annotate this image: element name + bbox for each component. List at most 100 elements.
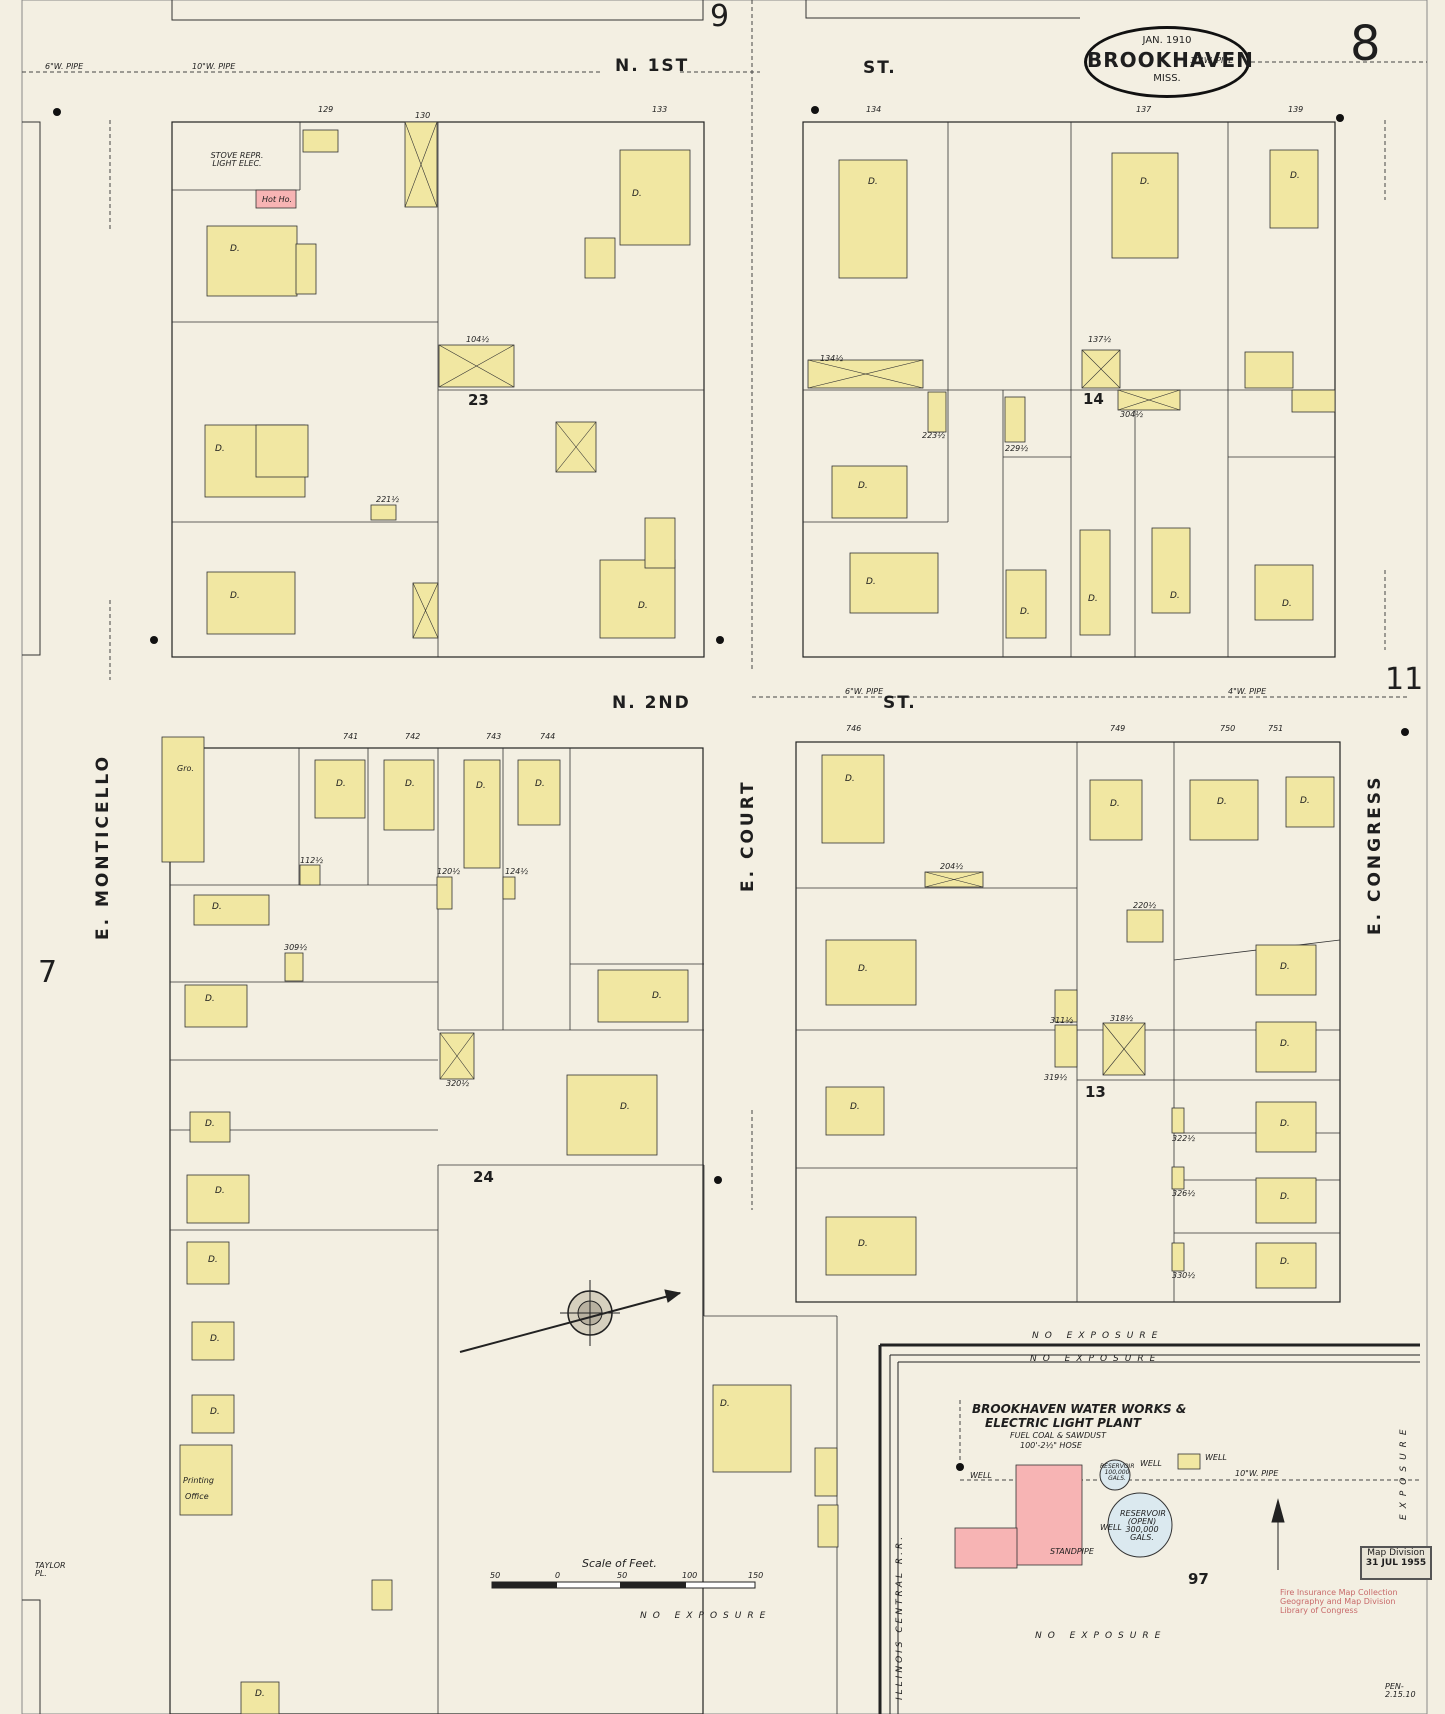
dwelling bbox=[825, 1216, 917, 1276]
neighbor-sheet-boundary bbox=[805, 0, 1080, 19]
collection-line1: Fire Insurance Map Collection bbox=[1280, 1588, 1398, 1597]
reservoir-small-label: RESERVOIR 100,000 GALS. bbox=[1100, 1463, 1135, 1482]
dwelling bbox=[206, 571, 296, 635]
dwelling-label: D. bbox=[652, 991, 662, 1001]
scale-tick: 50 bbox=[617, 1571, 628, 1580]
address-number: 320½ bbox=[446, 1079, 470, 1088]
dwelling bbox=[1151, 527, 1191, 614]
dwelling bbox=[825, 939, 917, 1006]
block-outlines bbox=[169, 121, 1341, 1714]
map-title-cartouche: JAN. 1910 BROOKHAVEN MISS. bbox=[1084, 26, 1253, 98]
dwelling bbox=[825, 1086, 885, 1136]
scale-tick: 150 bbox=[748, 1571, 764, 1580]
dwelling-wing bbox=[584, 237, 616, 279]
compass-rose bbox=[459, 1280, 682, 1353]
brick-buildings bbox=[255, 189, 1083, 1569]
dwelling-label: D. bbox=[215, 444, 225, 454]
reservoir-label: RESERVOIR (OPEN) 300,000 GALS. bbox=[1120, 1509, 1166, 1542]
address-number: 743 bbox=[486, 732, 502, 741]
dwelling bbox=[206, 225, 298, 297]
block-number: 13 bbox=[1085, 1083, 1106, 1101]
address-number: 304½ bbox=[1120, 410, 1144, 419]
shed bbox=[1054, 1024, 1078, 1068]
block-14 bbox=[802, 121, 1336, 658]
dwelling bbox=[619, 149, 691, 246]
dwelling-label: D. bbox=[1020, 607, 1030, 617]
dwelling bbox=[831, 465, 908, 519]
printing-label: Printing bbox=[183, 1476, 214, 1485]
address-number: 318½ bbox=[1110, 1014, 1134, 1023]
dwelling-label: D. bbox=[476, 781, 486, 791]
scale-bar bbox=[491, 1581, 756, 1589]
railroad-label: ILLINOIS CENTRAL R.R. bbox=[895, 1533, 905, 1700]
address-number: 134½ bbox=[820, 354, 844, 363]
reservoir bbox=[1099, 1459, 1131, 1491]
shed bbox=[502, 876, 516, 900]
dwelling bbox=[1255, 1242, 1317, 1289]
dwelling bbox=[314, 759, 366, 819]
dwelling-wing bbox=[295, 243, 317, 295]
dwelling-label: D. bbox=[1140, 177, 1150, 187]
hothouse bbox=[255, 189, 297, 209]
address-number: 104½ bbox=[466, 335, 490, 344]
address-number: 751 bbox=[1268, 724, 1284, 733]
collection-line3: Library of Congress bbox=[1280, 1606, 1358, 1615]
dwelling bbox=[597, 969, 689, 1023]
plant-hose-note: 100'-2½" HOSE bbox=[1020, 1441, 1082, 1450]
exposure-label: NO EXPOSURE bbox=[1030, 1354, 1162, 1364]
dwelling bbox=[1111, 152, 1179, 259]
plant-fuel-note: FUEL COAL & SAWDUST bbox=[1010, 1431, 1106, 1440]
dwelling bbox=[184, 984, 248, 1028]
dwelling-label: D. bbox=[1280, 1039, 1290, 1049]
dwelling bbox=[566, 1074, 658, 1156]
address-number: 749 bbox=[1110, 724, 1126, 733]
shed bbox=[1291, 389, 1336, 413]
exposure-label: NO EXPOSURE bbox=[640, 1611, 772, 1621]
block-number: 23 bbox=[468, 391, 489, 409]
address-number: 326½ bbox=[1172, 1189, 1196, 1198]
address-number: 137½ bbox=[1088, 335, 1112, 344]
dwelling-label: D. bbox=[230, 591, 240, 601]
address-number: 742 bbox=[405, 732, 421, 741]
pipe-label: 10"W. PIPE bbox=[192, 62, 236, 71]
exposure-label: NO EXPOSURE bbox=[1035, 1631, 1167, 1641]
shed bbox=[299, 864, 321, 886]
block-number: 97 bbox=[1188, 1570, 1209, 1588]
stamp-line2: 31 JUL 1955 bbox=[1365, 1558, 1427, 1568]
dwelling-label: D. bbox=[1280, 1192, 1290, 1202]
dwelling bbox=[1269, 149, 1319, 229]
shed bbox=[436, 876, 453, 910]
shed bbox=[814, 1447, 838, 1497]
dwelling bbox=[1255, 944, 1317, 996]
adjoining-sheet-east: 11 bbox=[1385, 662, 1424, 697]
pipe-label: 10"W. PIPE bbox=[1190, 56, 1234, 65]
dwelling-label: D. bbox=[866, 577, 876, 587]
address-number: 124½ bbox=[505, 867, 529, 876]
collection-watermark: Fire Insurance Map Collection Geography … bbox=[1280, 1588, 1398, 1615]
dwelling-label: D. bbox=[845, 774, 855, 784]
dwelling bbox=[838, 159, 908, 279]
adjoining-sheet-west: 7 bbox=[38, 955, 58, 990]
power-plant bbox=[1015, 1464, 1083, 1566]
dwelling-label: D. bbox=[1217, 797, 1227, 807]
dwelling-label: D. bbox=[230, 244, 240, 254]
dwelling bbox=[1079, 529, 1111, 636]
exposure-side-label: EXPOSURE bbox=[1399, 1423, 1409, 1520]
address-number: 133 bbox=[652, 105, 668, 114]
dwelling-wing bbox=[255, 424, 309, 478]
shed-hatching bbox=[404, 121, 1181, 1080]
address-number: 223½ bbox=[922, 431, 946, 440]
address-number: 221½ bbox=[376, 495, 400, 504]
hothouse-label: Hot Ho. bbox=[262, 195, 293, 204]
shed bbox=[927, 391, 947, 433]
pipe-label: 4"W. PIPE bbox=[1228, 687, 1267, 696]
pipe-label: 6"W. PIPE bbox=[45, 62, 84, 71]
dwelling-label: D. bbox=[632, 189, 642, 199]
hydrants bbox=[53, 106, 1409, 1471]
dwelling-wing bbox=[644, 517, 676, 569]
street-n1st: N. 1ST bbox=[615, 56, 690, 76]
shed bbox=[1171, 1107, 1185, 1134]
dwelling bbox=[821, 754, 885, 844]
dwelling-label: D. bbox=[620, 1102, 630, 1112]
pipe-label: 6"W. PIPE bbox=[845, 687, 884, 696]
